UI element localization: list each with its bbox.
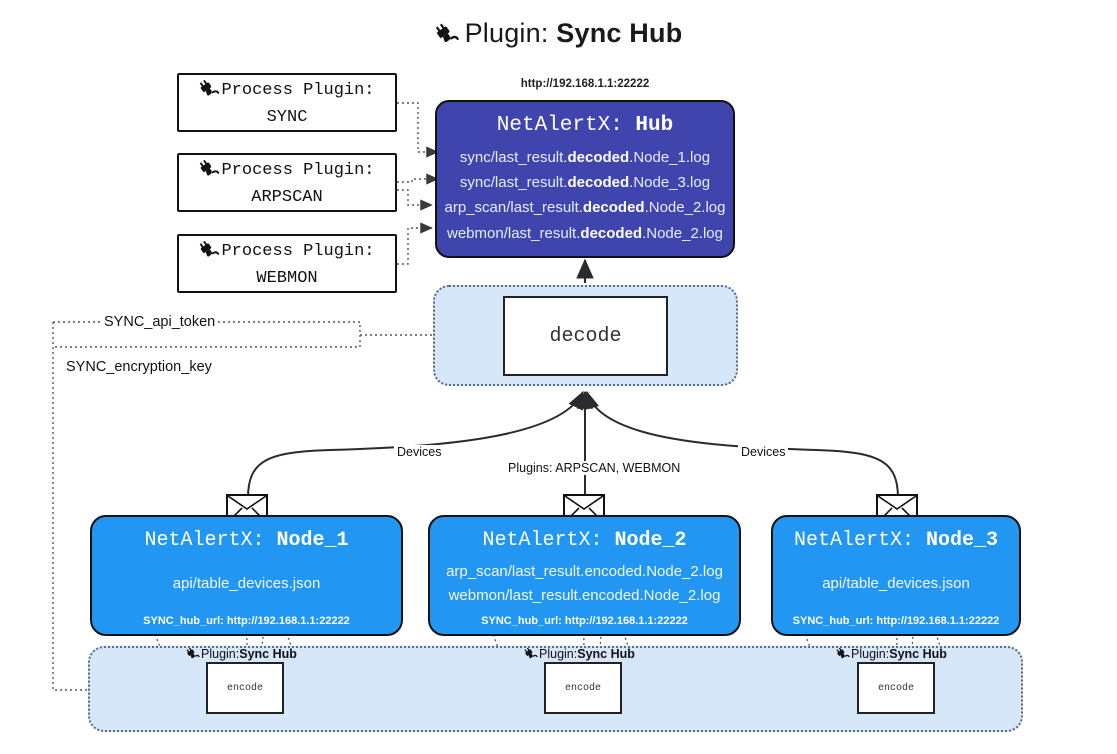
node-hub-url: SYNC_hub_url: http://192.168.1.1:22222 xyxy=(143,615,350,627)
node-title: NetAlertX: Node_3 xyxy=(793,529,999,552)
node-box-node-3[interactable]: NetAlertX: Node_3 api/table_devices.json… xyxy=(771,515,1021,636)
edge-label-plugins-center: Plugins: ARPSCAN, WEBMON xyxy=(505,461,684,475)
plug-icon xyxy=(199,156,221,187)
hub-log-line: webmon/last_result.decoded.Node_2.log xyxy=(447,224,723,242)
node-hub-url: SYNC_hub_url: http://192.168.1.1:22222 xyxy=(481,615,688,627)
plug-icon xyxy=(199,76,221,107)
node-plugin-label-node-2: Plugin: Sync Hub xyxy=(524,645,635,663)
node-plugin-label-node-1: Plugin: Sync Hub xyxy=(186,645,297,663)
node-hub-url: SYNC_hub_url: http://192.168.1.1:22222 xyxy=(792,615,1000,627)
node-title: NetAlertX: Node_2 xyxy=(482,529,687,552)
node-data-line: api/table_devices.json xyxy=(822,574,970,592)
sync-api-token-label: SYNC_api_token xyxy=(101,314,219,330)
hub-log-line: arp_scan/last_result.decoded.Node_2.log xyxy=(444,199,726,217)
process-plugin-name: WEBMON xyxy=(256,268,318,288)
hub-url-label: http://192.168.1.1:22222 xyxy=(520,78,650,90)
page-title-prefix: Plugin: xyxy=(464,18,557,48)
decode-box[interactable]: decode xyxy=(503,296,668,376)
edge-label-devices-right: Devices xyxy=(738,445,789,459)
process-plugin-label: Process Plugin: xyxy=(221,160,375,180)
process-plugin-box-webmon[interactable]: Process Plugin: WEBMON xyxy=(177,234,397,293)
hub-log-line: sync/last_result.decoded.Node_1.log xyxy=(459,149,711,166)
node-data-line: webmon/last_result.encoded.Node_2.log xyxy=(448,586,721,604)
plug-icon xyxy=(836,645,851,663)
page-title-name: Sync Hub xyxy=(556,18,683,48)
process-plugin-box-sync[interactable]: Process Plugin: SYNC xyxy=(177,73,397,132)
node-plugin-label-node-3: Plugin: Sync Hub xyxy=(836,645,947,663)
process-plugin-box-arpscan[interactable]: Process Plugin: ARPSCAN xyxy=(177,153,397,212)
process-plugin-label: Process Plugin: xyxy=(221,80,375,100)
hub-title: NetAlertX: Hub xyxy=(496,114,674,137)
process-plugin-name: SYNC xyxy=(266,107,308,127)
encode-box-node-2[interactable]: encode xyxy=(544,662,622,714)
node-data-line: api/table_devices.json xyxy=(172,574,321,592)
node-title: NetAlertX: Node_1 xyxy=(144,529,349,552)
plug-icon xyxy=(186,645,201,663)
encode-box-node-1[interactable]: encode xyxy=(206,662,284,714)
node-data-line: arp_scan/last_result.encoded.Node_2.log xyxy=(446,562,723,580)
page-title: Plugin: Sync Hub xyxy=(0,18,1117,52)
plug-icon xyxy=(199,237,221,268)
encode-box-node-3[interactable]: encode xyxy=(857,662,935,714)
node-box-node-1[interactable]: NetAlertX: Node_1 api/table_devices.json… xyxy=(90,515,403,636)
plug-icon xyxy=(524,645,539,663)
process-plugin-label: Process Plugin: xyxy=(221,241,375,261)
hub-box[interactable]: NetAlertX: Hub sync/last_result.decoded.… xyxy=(435,100,735,258)
plug-icon xyxy=(435,19,461,52)
edge-label-devices-left: Devices xyxy=(394,445,445,459)
sync-encryption-key-label: SYNC_encryption_key xyxy=(63,359,215,375)
node-box-node-2[interactable]: NetAlertX: Node_2 arp_scan/last_result.e… xyxy=(428,515,741,636)
process-plugin-name: ARPSCAN xyxy=(251,187,323,207)
hub-log-line: sync/last_result.decoded.Node_3.log xyxy=(459,174,711,192)
